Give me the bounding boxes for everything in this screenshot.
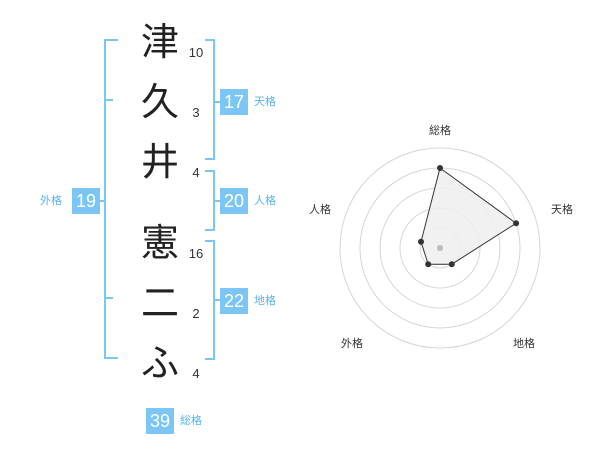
radar-point-2 xyxy=(448,261,455,268)
jinkaku-label: 人格 xyxy=(254,194,276,207)
radar-series-polygon xyxy=(420,167,517,265)
stroke-count-3: 4 xyxy=(192,165,200,180)
radar-axis-label-gaikaku: 外格 xyxy=(341,337,363,350)
radar-chart xyxy=(339,147,541,349)
name-char-2: 久 xyxy=(140,80,179,124)
chikaku-label: 地格 xyxy=(254,294,276,307)
radar-axis-label-tenkaku: 天格 xyxy=(551,203,573,216)
radar-axis-label-soukaku: 総格 xyxy=(429,124,451,137)
chikaku-badge: 22 xyxy=(220,288,248,314)
soukaku-badge: 39 xyxy=(146,408,174,434)
gaikaku-bracket xyxy=(88,39,118,359)
name-char-6: ふ xyxy=(140,341,179,385)
stroke-count-5: 2 xyxy=(192,306,200,321)
gaikaku-label: 外格 xyxy=(40,194,62,207)
soukaku-label: 総格 xyxy=(180,414,202,427)
stroke-count-4: 16 xyxy=(188,246,204,261)
stroke-count-1: 10 xyxy=(188,45,204,60)
jinkaku-badge: 20 xyxy=(220,188,248,214)
radar-axis-label-jinkaku: 人格 xyxy=(309,203,331,216)
tenkaku-label: 天格 xyxy=(254,95,276,108)
name-char-4: 憲 xyxy=(140,221,179,265)
radar-point-0 xyxy=(437,165,443,171)
radar-point-3 xyxy=(425,261,432,268)
stroke-count-2: 3 xyxy=(192,105,200,120)
radar-ring xyxy=(339,147,541,349)
radar-point-1 xyxy=(513,220,520,227)
radar-axis-label-chikaku: 地格 xyxy=(513,337,535,350)
name-char-3: 井 xyxy=(140,140,179,184)
stroke-count-6: 4 xyxy=(192,366,200,381)
name-char-5: 二 xyxy=(140,281,179,325)
gaikaku-badge: 19 xyxy=(72,188,100,214)
radar-point-4 xyxy=(418,238,424,245)
name-char-1: 津 xyxy=(140,20,179,64)
tenkaku-badge: 17 xyxy=(220,89,248,115)
radar-center-point xyxy=(437,245,443,251)
